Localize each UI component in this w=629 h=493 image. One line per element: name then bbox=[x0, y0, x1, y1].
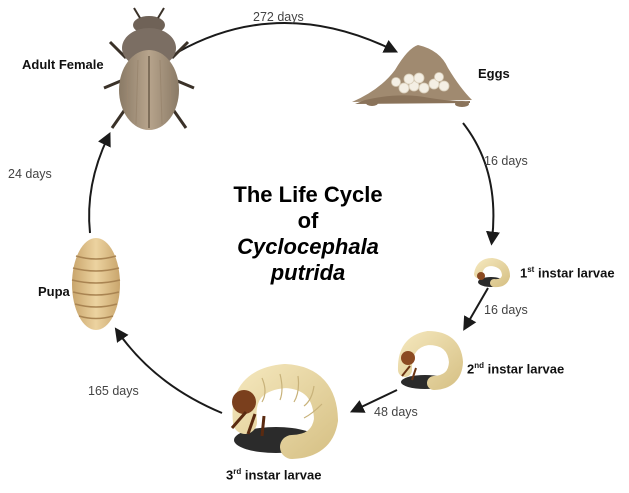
title-line-4: putrida bbox=[208, 260, 408, 286]
eggs-illustration bbox=[352, 45, 472, 107]
duration-instar1-to-instar2: 16 days bbox=[484, 303, 528, 317]
duration-instar3-to-pupa: 165 days bbox=[88, 384, 139, 398]
instar3-larva-illustration bbox=[232, 374, 326, 453]
duration-adult-to-eggs: 272 days bbox=[253, 10, 304, 24]
pupa-label: Pupa bbox=[38, 284, 70, 299]
adult-beetle-illustration bbox=[104, 8, 194, 130]
title-line-2: of bbox=[208, 208, 408, 234]
arrow-eggs-to-instar1 bbox=[463, 123, 493, 240]
title-line-1: The Life Cycle bbox=[208, 182, 408, 208]
instar1-larva-illustration bbox=[477, 262, 506, 287]
duration-pupa-to-adult: 24 days bbox=[8, 167, 52, 181]
arrow-instar3-to-pupa bbox=[118, 332, 222, 413]
arrow-adult-to-eggs bbox=[178, 23, 393, 52]
duration-instar2-to-instar3: 48 days bbox=[374, 405, 418, 419]
instar2-larva-illustration bbox=[401, 338, 456, 389]
instar2-label: 2nd instar larvae bbox=[467, 361, 564, 376]
instar1-label: 1st instar larvae bbox=[520, 265, 615, 280]
adult-female-label: Adult Female bbox=[22, 57, 104, 72]
arrow-pupa-to-adult bbox=[89, 137, 108, 233]
title-line-3: Cyclocephala bbox=[208, 234, 408, 260]
pupa-illustration bbox=[72, 238, 120, 330]
eggs-label: Eggs bbox=[478, 66, 510, 81]
instar3-label: 3rd instar larvae bbox=[226, 467, 321, 482]
duration-eggs-to-instar1: 16 days bbox=[484, 154, 528, 168]
diagram-title: The Life Cycle of Cyclocephala putrida bbox=[208, 182, 408, 286]
